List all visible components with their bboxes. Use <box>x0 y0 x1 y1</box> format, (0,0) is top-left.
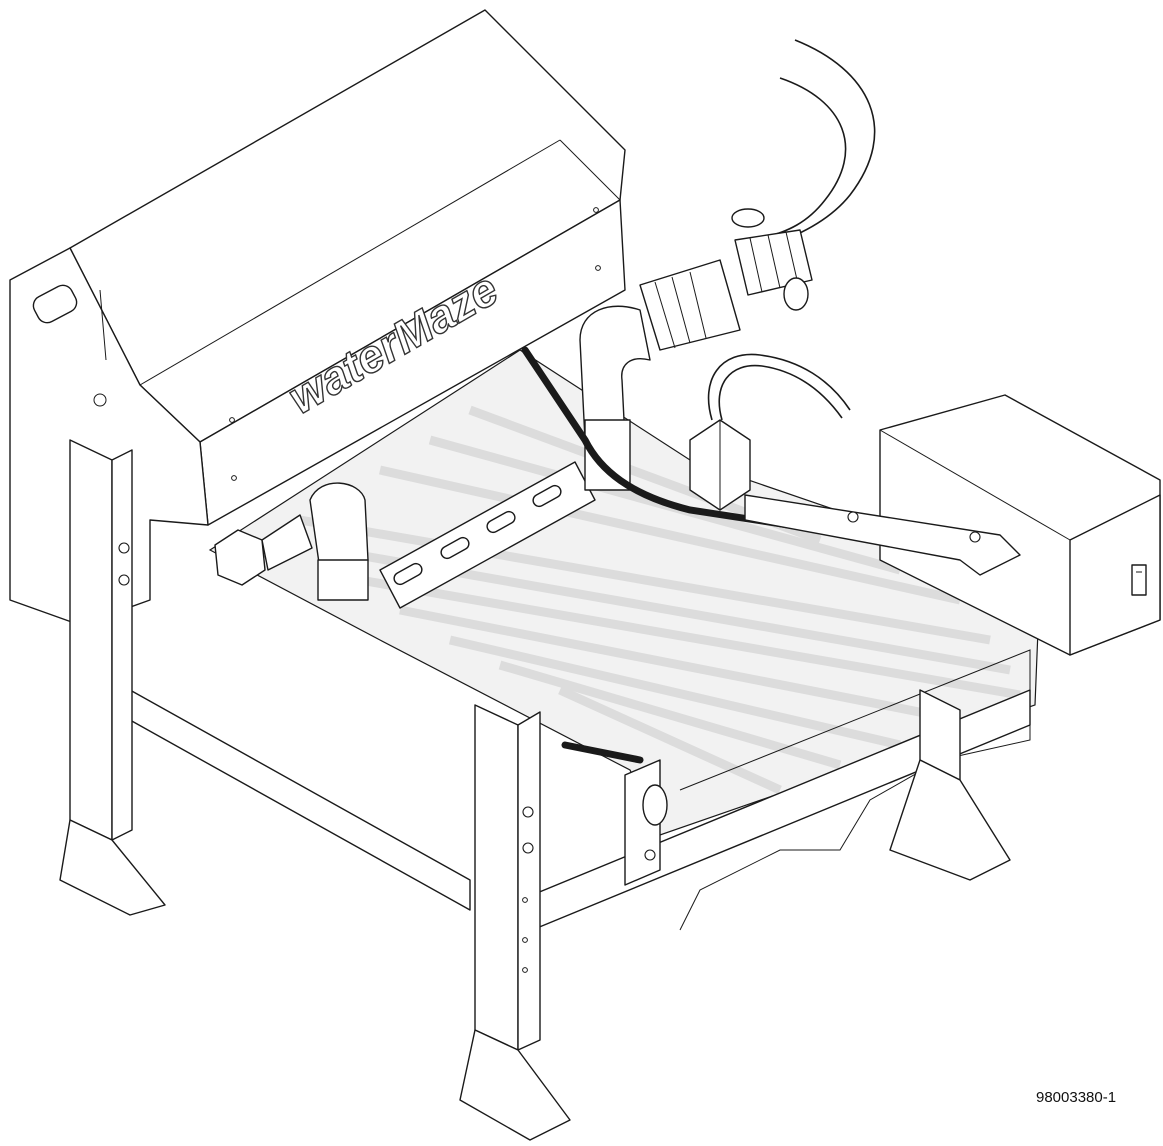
camlock-coupling <box>731 208 813 311</box>
hood-housing <box>9 9 626 626</box>
right-rear-leg <box>889 689 1011 881</box>
drive-motor-box <box>879 394 1161 656</box>
scraper-band <box>521 346 989 764</box>
spray-bar <box>379 461 596 609</box>
drawing-number: 98003380-1 <box>1036 1089 1117 1106</box>
scraper-bracket <box>744 494 1021 576</box>
drain-plug <box>214 514 313 586</box>
pipe-elbows <box>309 259 741 601</box>
front-left-leg <box>459 704 571 1141</box>
solenoid-valve <box>689 353 851 511</box>
end-roller <box>624 759 668 886</box>
left-rear-leg <box>59 439 166 916</box>
supply-hose <box>761 39 876 246</box>
